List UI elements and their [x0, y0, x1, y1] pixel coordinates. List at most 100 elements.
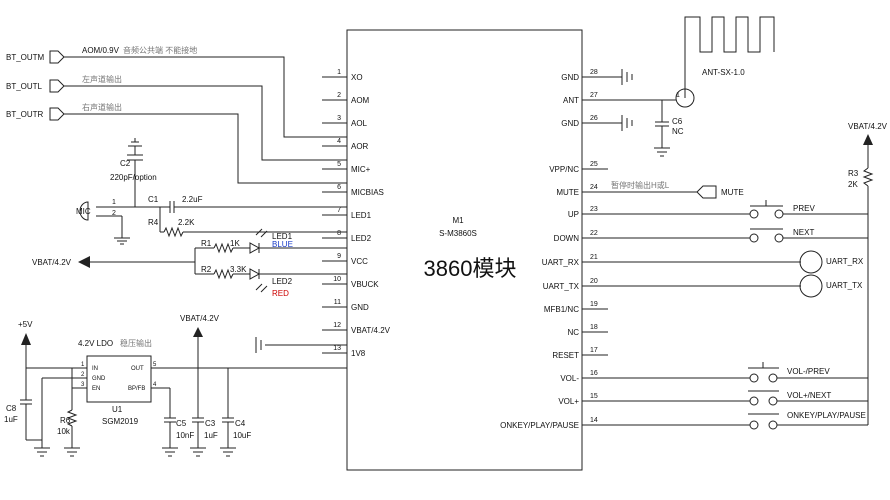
- svg-text:1: 1: [112, 199, 116, 206]
- svg-text:GND: GND: [351, 303, 369, 312]
- svg-text:VOL-: VOL-: [560, 374, 579, 383]
- svg-text:C3: C3: [205, 419, 216, 428]
- mic-label: MIC: [76, 207, 91, 216]
- svg-text:2: 2: [112, 210, 116, 217]
- mic-icon: [79, 201, 89, 221]
- svg-text:VOL+: VOL+: [558, 397, 579, 406]
- vbat-mid-label: VBAT/4.2V: [180, 314, 220, 323]
- svg-text:24: 24: [590, 184, 598, 191]
- svg-text:C5: C5: [176, 419, 187, 428]
- svg-text:R3: R3: [848, 169, 859, 178]
- svg-text:26: 26: [590, 115, 598, 122]
- svg-text:4: 4: [153, 382, 157, 388]
- svg-text:1: 1: [676, 92, 680, 99]
- svg-text:22: 22: [590, 230, 598, 237]
- svg-text:1K: 1K: [230, 239, 240, 248]
- svg-text:OUT: OUT: [131, 366, 144, 372]
- wire-aol: [64, 85, 347, 161]
- svg-text:13: 13: [333, 345, 341, 352]
- ldo-chip: [86, 355, 152, 403]
- svg-text:20: 20: [590, 278, 598, 285]
- svg-text:BP/FB: BP/FB: [128, 386, 145, 392]
- vbat-right: VBAT/4.2V R3 2K: [848, 122, 888, 425]
- svg-text:1: 1: [337, 69, 341, 76]
- svg-text:UART_RX: UART_RX: [542, 258, 580, 267]
- svg-text:MUTE: MUTE: [721, 188, 744, 197]
- svg-text:10k: 10k: [57, 427, 71, 436]
- svg-text:EN: EN: [92, 386, 100, 392]
- svg-text:2K: 2K: [848, 180, 858, 189]
- svg-text:220pF/option: 220pF/option: [110, 173, 157, 182]
- ldo-circuit: +5V C8 1uF 4.2V LDO 稳压输出 IN GND EN OUT B…: [4, 320, 251, 457]
- svg-text:GND: GND: [561, 73, 579, 82]
- svg-text:BLUE: BLUE: [272, 240, 293, 249]
- svg-text:LED2: LED2: [351, 234, 372, 243]
- svg-text:VCC: VCC: [351, 257, 368, 266]
- svg-text:6: 6: [337, 184, 341, 191]
- svg-text:RED: RED: [272, 289, 289, 298]
- svg-text:R6: R6: [60, 416, 71, 425]
- svg-text:SGM2019: SGM2019: [102, 417, 139, 426]
- vbat-arrow-mid: [193, 327, 203, 337]
- svg-text:NEXT: NEXT: [793, 228, 814, 237]
- switch-prev: PREV: [582, 200, 868, 219]
- module-pin-left: 1XO: [322, 69, 363, 82]
- svg-text:R1: R1: [201, 239, 212, 248]
- svg-text:21: 21: [590, 254, 598, 261]
- uart-rx-pad: UART_RX: [582, 250, 864, 274]
- vbat-right-label: VBAT/4.2V: [848, 122, 888, 131]
- svg-text:GND: GND: [92, 376, 106, 382]
- svg-text:ONKEY/PLAY/PAUSE: ONKEY/PLAY/PAUSE: [500, 421, 579, 430]
- svg-text:MIC+: MIC+: [351, 165, 371, 174]
- svg-text:10nF: 10nF: [176, 431, 194, 440]
- svg-text:8: 8: [337, 230, 341, 237]
- switch-vol-minus: VOL-/PREV: [582, 362, 868, 383]
- svg-text:5: 5: [337, 161, 341, 168]
- svg-text:2: 2: [81, 372, 85, 378]
- svg-text:RESET: RESET: [552, 351, 579, 360]
- svg-text:23: 23: [590, 206, 598, 213]
- gnd-pin11: [255, 337, 347, 353]
- svg-text:U1: U1: [112, 405, 123, 414]
- right-pins: 28GND27ANT26GND25VPP/NC24MUTE23UP22DOWN2…: [500, 69, 608, 430]
- mic-circuit: C2 220pF/option MIC 1 2 C1 2.2uF R4 2.2K: [76, 138, 347, 245]
- svg-text:VPP/NC: VPP/NC: [549, 165, 579, 174]
- svg-text:NC: NC: [567, 328, 579, 337]
- svg-text:4: 4: [337, 138, 341, 145]
- svg-text:7: 7: [337, 207, 341, 214]
- antenna: 1 ANT-SX-1.0 C6 NC: [582, 16, 775, 157]
- module-title: 3860模块: [424, 256, 517, 281]
- svg-text:BT_OUTR: BT_OUTR: [6, 110, 44, 119]
- svg-text:GND: GND: [561, 119, 579, 128]
- svg-text:AOL: AOL: [351, 119, 368, 128]
- svg-text:10uF: 10uF: [233, 431, 251, 440]
- svg-text:28: 28: [590, 69, 598, 76]
- module-body: [346, 29, 583, 471]
- svg-text:3: 3: [81, 382, 85, 388]
- note-aom: AOM/0.9V: [82, 46, 120, 55]
- svg-text:AOR: AOR: [351, 142, 369, 151]
- svg-text:2.2K: 2.2K: [178, 218, 195, 227]
- svg-text:VOL+/NEXT: VOL+/NEXT: [787, 391, 831, 400]
- svg-text:12: 12: [333, 322, 341, 329]
- switch-next: NEXT: [582, 228, 868, 243]
- gnd-pins-28-26: [582, 69, 633, 131]
- svg-text:UP: UP: [568, 210, 579, 219]
- svg-text:BT_OUTM: BT_OUTM: [6, 53, 45, 62]
- svg-text:16: 16: [590, 370, 598, 377]
- svg-text:MICBIAS: MICBIAS: [351, 188, 384, 197]
- svg-text:BT_OUTL: BT_OUTL: [6, 82, 43, 91]
- plus5v-label: +5V: [18, 320, 33, 329]
- svg-text:C6: C6: [672, 117, 683, 126]
- svg-text:C8: C8: [6, 404, 17, 413]
- svg-text:MUTE: MUTE: [556, 188, 579, 197]
- uart-tx-pad: UART_TX: [582, 274, 863, 298]
